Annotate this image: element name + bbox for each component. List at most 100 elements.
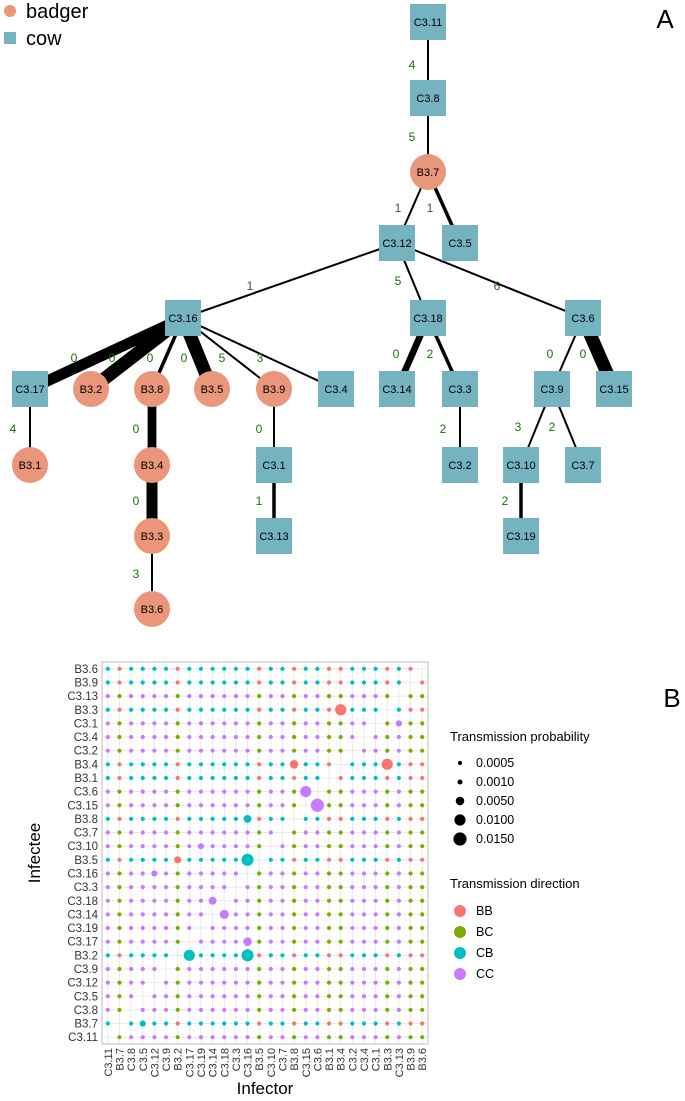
dot-c3-19-to-c3-9: [198, 966, 204, 972]
dot-b3-2-to-c3-4: [175, 734, 180, 740]
legend-label: badger: [26, 1, 89, 23]
dot-c3-18-to-c3-7: [222, 830, 227, 835]
cow-node-shape: [565, 447, 601, 483]
dot-c3-19-to-c3-17: [198, 939, 204, 944]
dot-b3-1-to-c3-8: [326, 1007, 332, 1012]
dot-c3-5-to-b3-4: [140, 762, 145, 767]
color-legend-entry-bb: BB: [454, 904, 493, 918]
dot-b3-3-to-b3-8: [385, 816, 390, 821]
dot-c3-14-to-c3-8: [210, 1007, 215, 1012]
size-legend-label: 0.0100: [476, 813, 514, 827]
edge-c3-12-c3-16: [182, 242, 398, 319]
dot-b3-5-to-c3-13: [257, 694, 262, 699]
dot-c3-4-to-c3-3: [361, 885, 367, 890]
dot-c3-8-to-c3-7: [129, 830, 134, 835]
dot-c3-17-to-c3-9: [187, 966, 192, 972]
y-tick-b3-6: B3.6: [74, 664, 98, 676]
y-tick-c3-12: C3.12: [67, 978, 98, 990]
node-c3-3: C3.3: [442, 371, 478, 407]
dot-c3-15-to-c3-10: [303, 844, 308, 849]
dot-c3-18-to-c3-1: [222, 721, 227, 726]
dot-c3-11-to-c3-9: [105, 966, 110, 972]
dot-c3-11-to-b3-9: [105, 680, 110, 685]
dot-c3-11-to-c3-8: [105, 1007, 110, 1012]
dot-c3-4-to-c3-11: [361, 1035, 367, 1040]
dot-c3-1-to-c3-11: [373, 1035, 378, 1040]
dot-c3-13-to-b3-3: [396, 707, 401, 712]
x-tick-c3-8: C3.8: [126, 1048, 138, 1071]
dot-c3-9-to-b3-2: [163, 953, 169, 958]
y-tick-c3-8: C3.8: [74, 1005, 98, 1017]
dot-c3-10-to-c3-15: [268, 803, 273, 808]
dot-b3-9-to-c3-2: [408, 748, 413, 753]
dot-b3-1-to-c3-15: [326, 803, 332, 808]
dot-c3-10-to-b3-9: [268, 680, 273, 685]
dot-c3-5-to-c3-1: [140, 721, 145, 726]
dot-c3-19-to-b3-9: [198, 680, 204, 685]
dot-c3-14-to-c3-18: [208, 896, 217, 905]
cow-node-shape: [256, 518, 292, 554]
dot-b3-2-to-c3-2: [175, 748, 180, 753]
edge-label-b3-7-c3-5: 1: [427, 201, 434, 215]
dot-c3-17-to-b3-9: [187, 680, 192, 685]
x-tick-c3-19: C3.19: [196, 1048, 208, 1077]
dot-c3-12-to-c3-1: [152, 721, 157, 726]
dot-c3-2-to-c3-11: [350, 1035, 355, 1040]
dot-b3-5-to-c3-8: [257, 1007, 262, 1012]
dot-c3-13-to-c3-14: [396, 912, 401, 917]
node-c3-8: C3.8: [410, 80, 446, 116]
dot-c3-3-to-c3-8: [233, 1007, 238, 1012]
y-tick-b3-8: B3.8: [74, 814, 98, 826]
badger-node-shape: [134, 518, 170, 554]
dot-b3-3-to-c3-17: [385, 939, 390, 944]
dot-c3-7-to-c3-11: [280, 1035, 285, 1040]
dot-c3-18-to-b3-1: [222, 775, 227, 781]
cow-node-shape: [379, 225, 415, 261]
dot-b3-4-to-b3-2: [338, 953, 343, 958]
dot-c3-14-to-c3-12: [210, 980, 215, 985]
dot-c3-16-to-c3-4: [245, 734, 250, 740]
node-label: B3.4: [141, 460, 164, 472]
y-tick-c3-7: C3.7: [74, 828, 98, 840]
dot-c3-1-to-c3-9: [373, 966, 378, 972]
edge-label-b3-7-c3-12: 1: [395, 201, 402, 215]
dot-c3-6-to-c3-16: [315, 871, 320, 876]
dot-c3-13-to-b3-9: [396, 680, 401, 685]
node-label: C3.17: [15, 384, 44, 396]
dot-c3-11-to-c3-19: [105, 925, 110, 931]
dot-c3-12-to-b3-5: [152, 857, 157, 862]
dot-b3-4-to-b3-9: [338, 680, 343, 685]
dot-c3-15-to-b3-5: [303, 857, 308, 862]
dot-c3-1-to-c3-2: [373, 748, 378, 753]
legend-entry-cow: cow: [4, 28, 62, 50]
dot-c3-11-to-c3-10: [105, 844, 110, 849]
dot-b3-4-to-c3-11: [338, 1035, 343, 1040]
dot-c3-15-to-c3-1: [303, 721, 308, 726]
node-label: B3.6: [141, 604, 164, 616]
dot-c3-14-to-b3-2: [210, 953, 215, 958]
y-tick-c3-15: C3.15: [67, 800, 98, 812]
x-tick-c3-15: C3.15: [301, 1048, 313, 1077]
legend-label: cow: [26, 28, 62, 50]
dot-c3-16-to-c3-17: [243, 937, 252, 946]
size-legend-entry: 0.0150: [453, 832, 514, 846]
dot-b3-8-to-c3-3: [292, 885, 297, 890]
dot-b3-6-to-c3-18: [420, 898, 425, 903]
edge-label-c3-16-c3-17: 0: [71, 351, 78, 365]
dot-c3-13-to-c3-15: [396, 803, 401, 808]
dot-b3-9-to-b3-5: [408, 857, 413, 862]
color-swatch: [454, 968, 466, 980]
dot-c3-1-to-c3-5: [373, 994, 378, 999]
dot-b3-2-to-c3-11: [175, 1035, 180, 1040]
dot-c3-17-to-c3-14: [187, 912, 192, 917]
y-tick-c3-17: C3.17: [67, 937, 98, 949]
node-label: C3.1: [262, 460, 285, 472]
edge-label-c3-11-c3-8: 4: [409, 58, 416, 72]
dot-b3-3-to-c3-8: [385, 1007, 390, 1012]
y-tick-b3-5: B3.5: [74, 855, 98, 867]
dot-c3-7-to-c3-19: [280, 925, 285, 931]
dot-c3-6-to-b3-6: [315, 666, 320, 671]
dot-c3-3-to-c3-15: [233, 803, 238, 808]
dot-c3-6-to-b3-8: [315, 816, 320, 821]
